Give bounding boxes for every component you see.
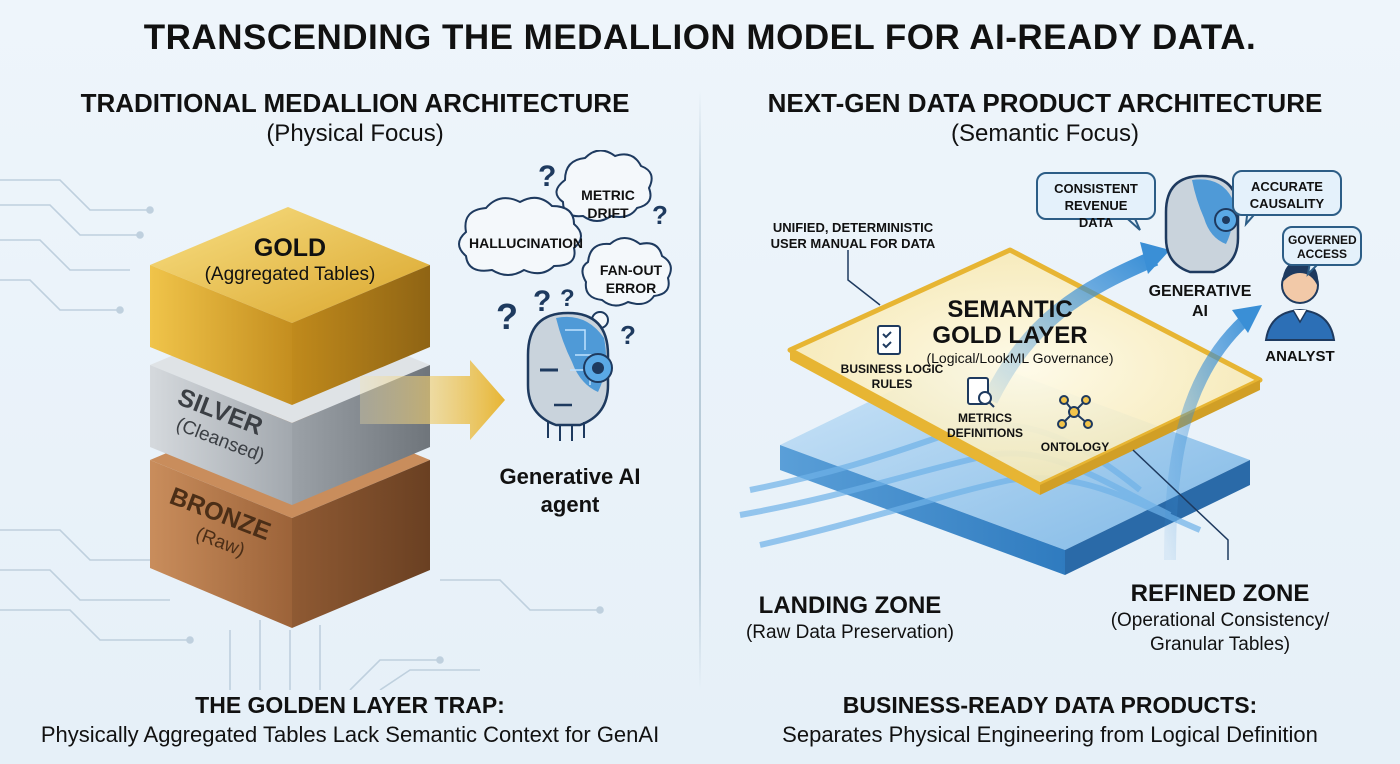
ontology-label: ONTOLOGY: [1040, 440, 1110, 454]
bubble-consistent-revenue: CONSISTENT REVENUE DATA: [1036, 172, 1156, 230]
question-mark: ?: [538, 160, 557, 193]
metrics-document-icon: [967, 377, 995, 408]
right-footer-subtitle: Separates Physical Engineering from Logi…: [782, 722, 1318, 747]
question-mark: ?: [620, 320, 636, 350]
analyst-label: ANALYST: [1265, 348, 1335, 365]
business-logic-line-2: RULES: [871, 377, 913, 391]
landing-zone-title: LANDING ZONE: [758, 592, 942, 619]
question-mark: ?: [533, 285, 552, 318]
bubble-consistent-revenue-line-2: REVENUE DATA: [1064, 198, 1128, 230]
question-mark: ?: [560, 285, 575, 312]
semantic-layer-title-1: SEMANTIC: [947, 296, 1073, 323]
generative-ai-label-1: GENERATIVE: [1148, 283, 1252, 300]
callout-line-1: UNIFIED, DETERMINISTIC: [772, 220, 934, 235]
bubble-consistent-revenue-line-1: CONSISTENT: [1054, 181, 1138, 196]
bubble-accurate-causality-line-1: ACCURATE: [1251, 179, 1323, 194]
generative-ai-icon: [1164, 174, 1240, 274]
right-illustration: [739, 174, 1336, 575]
cloud-fan-out-error: FAN-OUT ERROR: [599, 262, 663, 296]
cloud-hallucination: HALLUCINATION: [468, 235, 584, 251]
left-illustration: [0, 150, 672, 690]
right-subheading: (Semantic Focus): [950, 120, 1140, 147]
left-subheading: (Physical Focus): [266, 120, 444, 147]
bubble-governed-access-line-1: GOVERNED: [1288, 233, 1357, 247]
landing-zone-subtitle: (Raw Data Preservation): [745, 622, 955, 643]
business-logic-line-1: BUSINESS LOGIC: [840, 362, 944, 376]
question-mark: ?: [496, 296, 518, 337]
ontology-icon: [1057, 395, 1093, 429]
callout-line-2: USER MANUAL FOR DATA: [770, 236, 936, 251]
refined-zone-subtitle-1: (Operational Consistency/: [1110, 610, 1330, 631]
metrics-line-2: DEFINITIONS: [946, 426, 1023, 440]
bubble-accurate-causality: ACCURATE CAUSALITY: [1232, 170, 1342, 216]
main-title: TRANSCENDING THE MEDALLION MODEL FOR AI-…: [143, 18, 1257, 57]
bubble-governed-access-line-2: ACCESS: [1296, 247, 1347, 261]
left-heading: TRADITIONAL MEDALLION ARCHITECTURE: [80, 88, 630, 118]
right-footer-title: BUSINESS-READY DATA PRODUCTS:: [842, 692, 1258, 718]
refined-zone-title: REFINED ZONE: [1130, 580, 1310, 607]
generative-ai-label-2: AI: [1192, 303, 1208, 320]
section-divider: [699, 90, 701, 690]
semantic-layer-subtitle: (Logical/LookML Governance): [926, 350, 1114, 366]
left-footer-title: THE GOLDEN LAYER TRAP:: [195, 692, 505, 718]
semantic-layer-title-2: GOLD LAYER: [932, 322, 1088, 349]
gold-layer-label: GOLD: [253, 234, 327, 262]
agent-label-line-1: Generative AI: [499, 464, 641, 489]
checklist-icon: [877, 325, 901, 355]
ai-agent-head: [526, 311, 613, 441]
metrics-line-1: METRICS: [958, 411, 1012, 425]
circuit-lines: [0, 179, 604, 690]
refined-zone-subtitle-2: Granular Tables): [1149, 634, 1291, 655]
gold-layer-desc: (Aggregated Tables): [204, 264, 376, 285]
bubble-governed-access: GOVERNED ACCESS: [1282, 226, 1362, 266]
bubble-accurate-causality-line-2: CAUSALITY: [1249, 196, 1325, 211]
cloud-metric-drift: METRIC DRIFT: [581, 187, 635, 221]
right-heading: NEXT-GEN DATA PRODUCT ARCHITECTURE: [767, 88, 1323, 118]
analyst-icon: [1264, 260, 1336, 341]
question-mark: ?: [652, 200, 668, 230]
gold-arrow: [360, 360, 505, 440]
thought-clouds: [458, 150, 672, 358]
agent-label-line-2: agent: [540, 492, 600, 517]
left-footer-subtitle: Physically Aggregated Tables Lack Semant…: [40, 722, 660, 747]
